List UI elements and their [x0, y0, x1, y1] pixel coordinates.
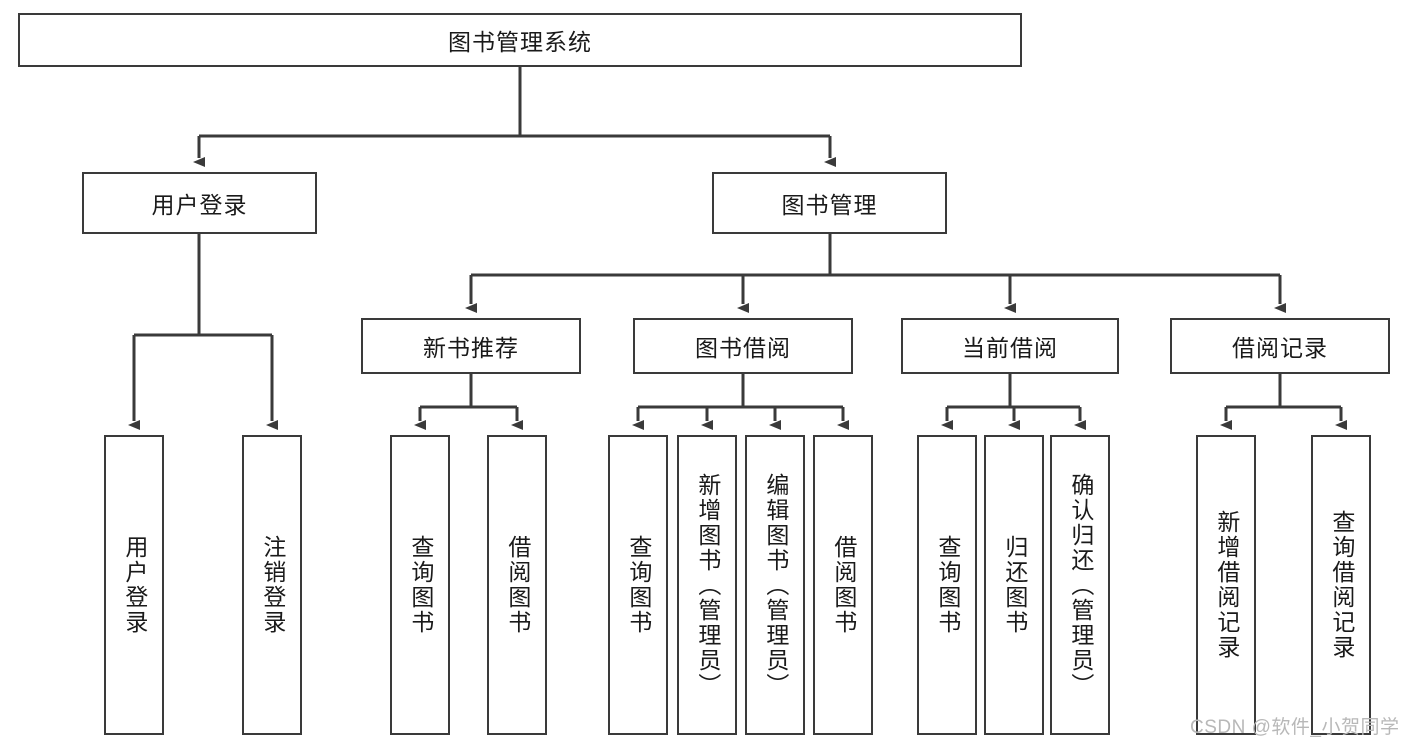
csdn-watermark: CSDN @软件_小贺同学 — [1190, 717, 1400, 738]
edge-group-borrow-record — [1220, 374, 1347, 430]
node-label: 归还图书 — [1001, 535, 1028, 635]
edge-group-current-borrow — [941, 374, 1086, 430]
node-label: 用户登录 — [121, 535, 148, 635]
node-label: 编辑图书（管理员） — [762, 472, 789, 698]
node-label: 注销登录 — [259, 535, 286, 635]
node-book-borrow[interactable]: 图书借阅 — [633, 318, 853, 374]
node-new-book-recommend[interactable]: 新书推荐 — [361, 318, 581, 374]
node-label: 查询借阅记录 — [1328, 510, 1355, 660]
edge-group-new-book-recommend — [414, 374, 523, 430]
node-leaf-logout[interactable]: 注销登录 — [242, 435, 302, 735]
node-label: 借阅图书 — [504, 535, 531, 635]
node-leaf-query-book-3[interactable]: 查询图书 — [917, 435, 977, 735]
node-leaf-edit-book-admin[interactable]: 编辑图书（管理员） — [745, 435, 805, 735]
edge-group-book-borrow — [632, 374, 849, 430]
node-label: 查询图书 — [407, 535, 434, 635]
node-leaf-user-login[interactable]: 用户登录 — [104, 435, 164, 735]
node-leaf-confirm-return-admin[interactable]: 确认归还（管理员） — [1050, 435, 1110, 735]
node-leaf-borrow-book-1[interactable]: 借阅图书 — [487, 435, 547, 735]
node-root[interactable]: 图书管理系统 — [18, 13, 1022, 67]
node-label: 查询图书 — [934, 535, 961, 635]
node-label: 新增借阅记录 — [1213, 510, 1240, 660]
edge-group-root — [193, 67, 836, 167]
node-label: 借阅图书 — [830, 535, 857, 635]
node-borrow-record[interactable]: 借阅记录 — [1170, 318, 1390, 374]
node-leaf-return-book[interactable]: 归还图书 — [984, 435, 1044, 735]
edge-group-user-login — [128, 234, 278, 430]
node-user-login[interactable]: 用户登录 — [82, 172, 317, 234]
node-leaf-add-borrow-record[interactable]: 新增借阅记录 — [1196, 435, 1256, 735]
node-leaf-query-book-2[interactable]: 查询图书 — [608, 435, 668, 735]
node-current-borrow[interactable]: 当前借阅 — [901, 318, 1119, 374]
node-label: 新增图书（管理员） — [694, 472, 721, 698]
node-label: 查询图书 — [625, 535, 652, 635]
node-book-manage[interactable]: 图书管理 — [712, 172, 947, 234]
edge-group-book-manage — [465, 234, 1286, 313]
node-leaf-borrow-book-2[interactable]: 借阅图书 — [813, 435, 873, 735]
node-leaf-query-book-1[interactable]: 查询图书 — [390, 435, 450, 735]
node-leaf-query-borrow-record[interactable]: 查询借阅记录 — [1311, 435, 1371, 735]
node-leaf-add-book-admin[interactable]: 新增图书（管理员） — [677, 435, 737, 735]
node-label: 确认归还（管理员） — [1067, 472, 1094, 698]
